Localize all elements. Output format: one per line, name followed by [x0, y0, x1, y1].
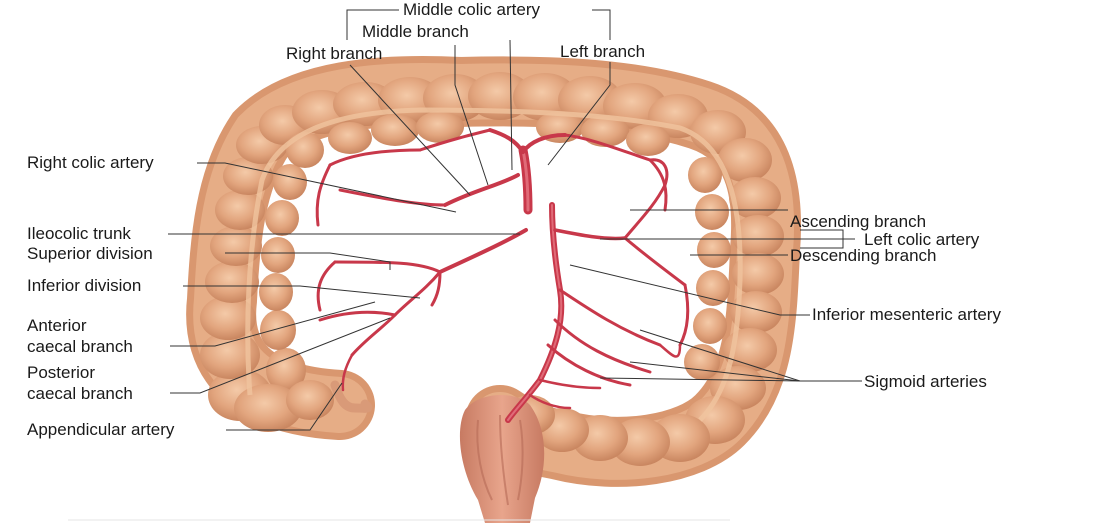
label-inferior-mesenteric-artery: Inferior mesenteric artery [812, 305, 1001, 325]
label-descending-branch: Descending branch [790, 246, 936, 266]
label-ileocolic-trunk: Ileocolic trunk [27, 224, 131, 244]
arteries [317, 130, 688, 420]
label-inferior-division: Inferior division [27, 276, 141, 296]
label-middle-colic-artery: Middle colic artery [403, 0, 540, 20]
label-anterior-caecal-line2: caecal branch [27, 337, 133, 357]
label-sigmoid-arteries: Sigmoid arteries [864, 372, 987, 392]
label-ascending-branch: Ascending branch [790, 212, 926, 232]
label-right-branch: Right branch [286, 44, 382, 64]
label-appendicular-artery: Appendicular artery [27, 420, 174, 440]
label-middle-branch: Middle branch [362, 22, 469, 42]
rectum [460, 395, 544, 523]
label-posterior-caecal-line2: caecal branch [27, 384, 133, 404]
label-superior-division: Superior division [27, 244, 153, 264]
leader-middle-colic-right [592, 10, 610, 40]
label-left-branch: Left branch [560, 42, 645, 62]
label-anterior-caecal-line1: Anterior [27, 316, 87, 336]
label-posterior-caecal-line1: Posterior [27, 363, 95, 383]
label-right-colic-artery: Right colic artery [27, 153, 154, 173]
